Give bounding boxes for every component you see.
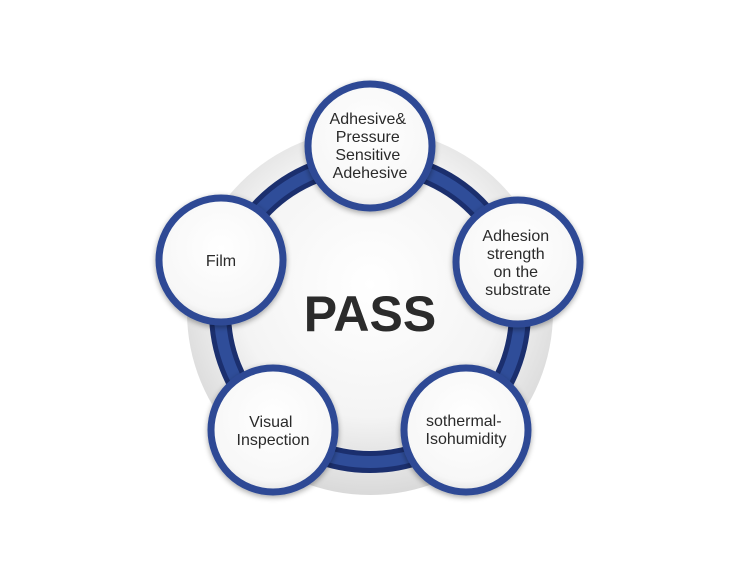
center-label: PASS: [304, 286, 436, 342]
node-adhesive-line: Sensitive: [335, 147, 400, 164]
node-adhesion-strength-label: Adhesion strength on the substrate: [482, 228, 553, 299]
node-isothermal-label: sothermal- Isohumidity: [426, 413, 507, 448]
node-adhesive-label: Adhesive& Pressure Sensitive Adehesive: [330, 111, 411, 182]
node-adhesive-line: Adhesive&: [330, 111, 407, 128]
node-film: [155, 194, 287, 326]
node-adhesive-line: Pressure: [336, 129, 400, 146]
node-visual-inspection: [207, 364, 339, 496]
node-isothermal-line: sothermal-: [426, 413, 502, 430]
node-adhesion-strength-line: substrate: [485, 282, 551, 299]
node-visual-inspection-line: Inspection: [237, 432, 310, 449]
node-film-line: Film: [206, 253, 236, 270]
node-adhesive-line: Adehesive: [333, 165, 408, 182]
node-visual-inspection-label: Visual Inspection: [237, 414, 310, 449]
node-adhesion-strength-line: Adhesion: [482, 228, 549, 245]
node-adhesion-strength: [452, 196, 584, 328]
node-adhesion-strength-line: strength: [487, 246, 545, 263]
node-film-label: Film: [206, 253, 236, 270]
node-isothermal: [400, 364, 532, 496]
node-isothermal-line: Isohumidity: [426, 431, 507, 448]
node-visual-inspection-line: Visual: [249, 414, 292, 431]
node-adhesion-strength-line: on the: [494, 264, 539, 281]
node-adhesive: [304, 80, 436, 212]
